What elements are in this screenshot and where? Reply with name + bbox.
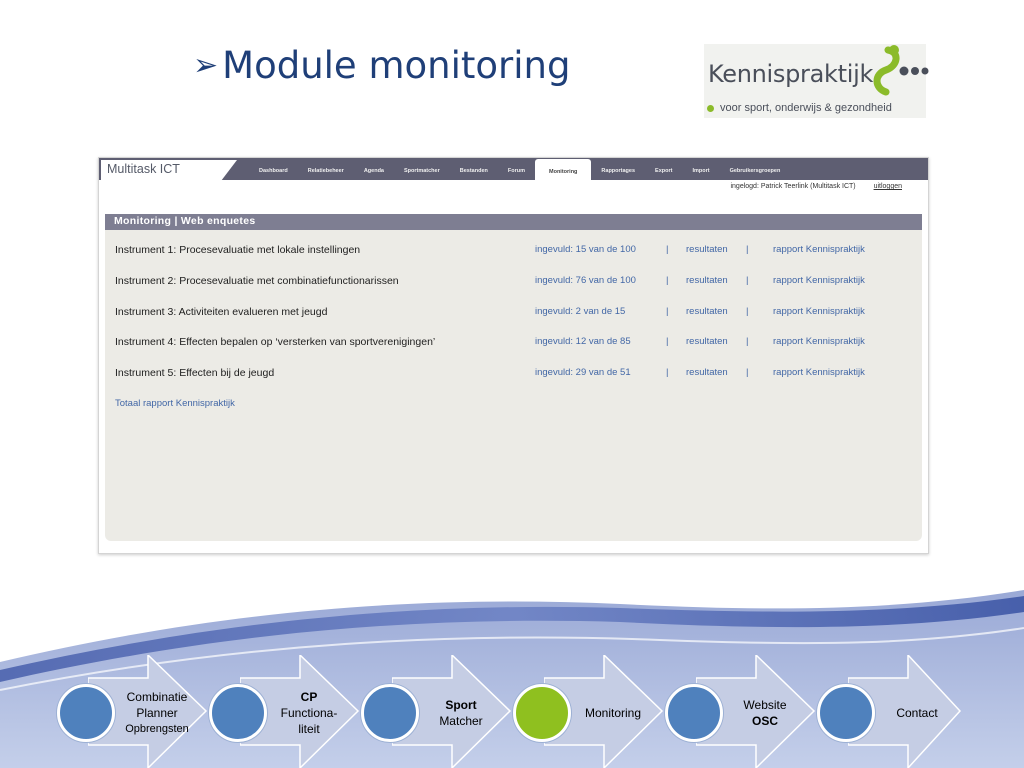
rapport-link[interactable]: rapport Kennispraktijk — [773, 367, 865, 378]
instrument-row: Instrument 3: Activiteiten evalueren met… — [115, 306, 895, 320]
user-bar: ingelogd: Patrick Teerlink (Multitask IC… — [730, 183, 902, 190]
step-label: Monitoring — [584, 706, 642, 720]
chevron-arrow-icon — [696, 655, 816, 768]
chevron-arrow-icon — [392, 655, 512, 768]
resultaten-link[interactable]: resultaten — [686, 306, 728, 317]
instrument-title: Instrument 3: Activiteiten evalueren met… — [115, 306, 328, 318]
step-label: Contact — [896, 706, 938, 720]
app-brand: Multitask ICT — [101, 160, 237, 181]
step-label: Website OSC — [743, 698, 787, 728]
chevron-arrow-icon — [544, 655, 664, 768]
app-topbar: Multitask ICT Dashboard Relatiebeheer Ag… — [99, 158, 928, 181]
separator: | — [666, 244, 669, 255]
separator: | — [746, 244, 749, 255]
main-nav: Dashboard Relatiebeheer Agenda Sportmatc… — [249, 158, 790, 180]
nav-export[interactable]: Export — [655, 168, 673, 174]
slide-title: ➢ Module monitoring — [193, 44, 570, 87]
logged-in-user: ingelogd: Patrick Teerlink (Multitask IC… — [730, 183, 856, 190]
step-circle-active — [513, 684, 571, 742]
arrow-bullet-icon: ➢ — [193, 48, 219, 83]
ingevuld-count: ingevuld: 76 van de 100 — [535, 275, 636, 286]
step-circle — [361, 684, 419, 742]
chevron-arrow-icon — [240, 655, 360, 768]
instrument-row: Instrument 1: Procesevaluatie met lokale… — [115, 244, 895, 258]
molecule-logo-icon — [873, 45, 929, 96]
rapport-link[interactable]: rapport Kennispraktijk — [773, 244, 865, 255]
rapport-link[interactable]: rapport Kennispraktijk — [773, 336, 865, 347]
instrument-title: Instrument 2: Procesevaluatie met combin… — [115, 275, 399, 287]
kennispraktijk-logo: Kennispraktijk voor sport, onderwijs & g… — [704, 44, 929, 118]
panel-header: Monitoring | Web enquetes — [105, 214, 922, 230]
process-steps: Combinatie Planner Opbrengsten CP Functi… — [0, 655, 1024, 768]
step-circle — [57, 684, 115, 742]
resultaten-link[interactable]: resultaten — [686, 336, 728, 347]
logo-tagline: voor sport, onderwijs & gezondheid — [720, 102, 892, 114]
tagline-dot-icon — [707, 105, 714, 112]
nav-sportmatcher[interactable]: Sportmatcher — [403, 168, 440, 174]
nav-agenda[interactable]: Agenda — [363, 168, 384, 174]
nav-forum[interactable]: Forum — [507, 168, 525, 174]
separator: | — [746, 367, 749, 378]
slide-title-text: Module monitoring — [222, 44, 571, 87]
step-circle — [817, 684, 875, 742]
ingevuld-count: ingevuld: 2 van de 15 — [535, 306, 626, 317]
nav-relatiebeheer[interactable]: Relatiebeheer — [307, 168, 344, 174]
chevron-arrow-icon — [88, 655, 208, 768]
step-label: Combinatie Planner Opbrengsten — [125, 690, 189, 735]
ingevuld-count: ingevuld: 29 van de 51 — [535, 367, 631, 378]
instrument-title: Instrument 4: Effecten bepalen op ‘verst… — [115, 336, 436, 348]
separator: | — [746, 275, 749, 286]
rapport-link[interactable]: rapport Kennispraktijk — [773, 306, 865, 317]
resultaten-link[interactable]: resultaten — [686, 367, 728, 378]
instrument-row: Instrument 2: Procesevaluatie met combin… — [115, 275, 895, 289]
instrument-title: Instrument 5: Effecten bij de jeugd — [115, 367, 275, 379]
separator: | — [666, 306, 669, 317]
rapport-link[interactable]: rapport Kennispraktijk — [773, 275, 865, 286]
monitoring-panel: Monitoring | Web enquetes Instrument 1: … — [105, 214, 922, 541]
separator: | — [666, 367, 669, 378]
step-label: CP Functiona- liteit — [280, 690, 338, 736]
nav-monitoring[interactable]: Monitoring — [535, 159, 592, 180]
resultaten-link[interactable]: resultaten — [686, 244, 728, 255]
nav-rapportages[interactable]: Rapportages — [601, 168, 636, 174]
totaal-rapport-link[interactable]: Totaal rapport Kennispraktijk — [115, 398, 235, 409]
ingevuld-count: ingevuld: 15 van de 100 — [535, 244, 636, 255]
logo-name: Kennispraktijk — [708, 60, 874, 88]
nav-import[interactable]: Import — [692, 168, 710, 174]
step-circle — [209, 684, 267, 742]
nav-dashboard[interactable]: Dashboard — [259, 168, 288, 174]
app-window: Multitask ICT Dashboard Relatiebeheer Ag… — [98, 157, 929, 554]
nav-gebruikersgroepen[interactable]: Gebruikersgroepen — [729, 168, 781, 174]
instrument-row: Instrument 5: Effecten bij de jeugd inge… — [115, 367, 895, 381]
ingevuld-count: ingevuld: 12 van de 85 — [535, 336, 631, 347]
instrument-title: Instrument 1: Procesevaluatie met lokale… — [115, 244, 361, 256]
separator: | — [746, 306, 749, 317]
instrument-row: Instrument 4: Effecten bepalen op ‘verst… — [115, 336, 895, 350]
step-circle — [665, 684, 723, 742]
separator: | — [666, 275, 669, 286]
resultaten-link[interactable]: resultaten — [686, 275, 728, 286]
chevron-arrow-icon — [848, 655, 962, 768]
nav-bestanden[interactable]: Bestanden — [459, 168, 488, 174]
separator: | — [666, 336, 669, 347]
separator: | — [746, 336, 749, 347]
step-label: Sport Matcher — [439, 698, 483, 728]
logout-link[interactable]: uitloggen — [873, 183, 902, 190]
